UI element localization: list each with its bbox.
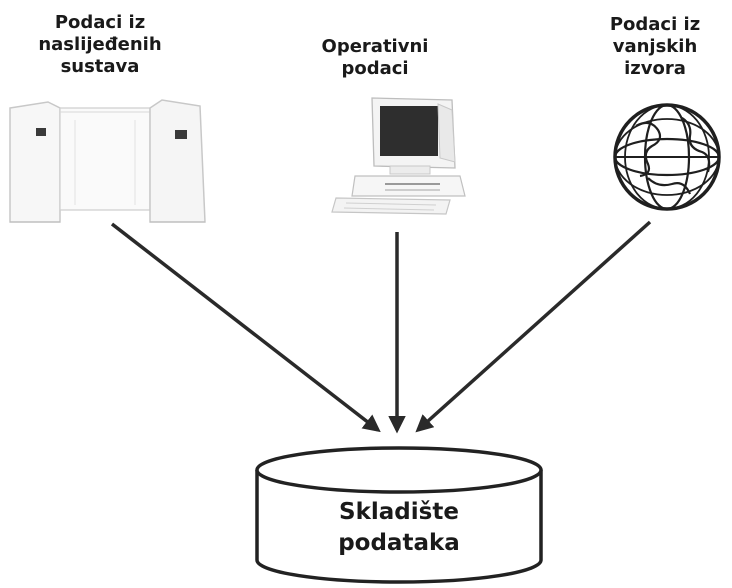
globe-icon	[613, 103, 721, 211]
source-operational-label: Operativni podaci	[321, 36, 429, 79]
source-external-label: Podaci iz vanjskih izvora	[609, 14, 701, 79]
flow-arrows	[110, 220, 652, 434]
source-legacy-label: Podaci iz naslijeđenih sustava	[38, 12, 162, 77]
arrow-legacy-to-warehouse	[110, 222, 381, 433]
desktop-computer-icon	[331, 97, 466, 215]
arrow-external-to-warehouse	[415, 220, 652, 433]
mainframe-icon	[9, 99, 206, 223]
warehouse-label: Skladište podataka	[338, 499, 460, 556]
database-cylinder-icon	[255, 446, 543, 584]
